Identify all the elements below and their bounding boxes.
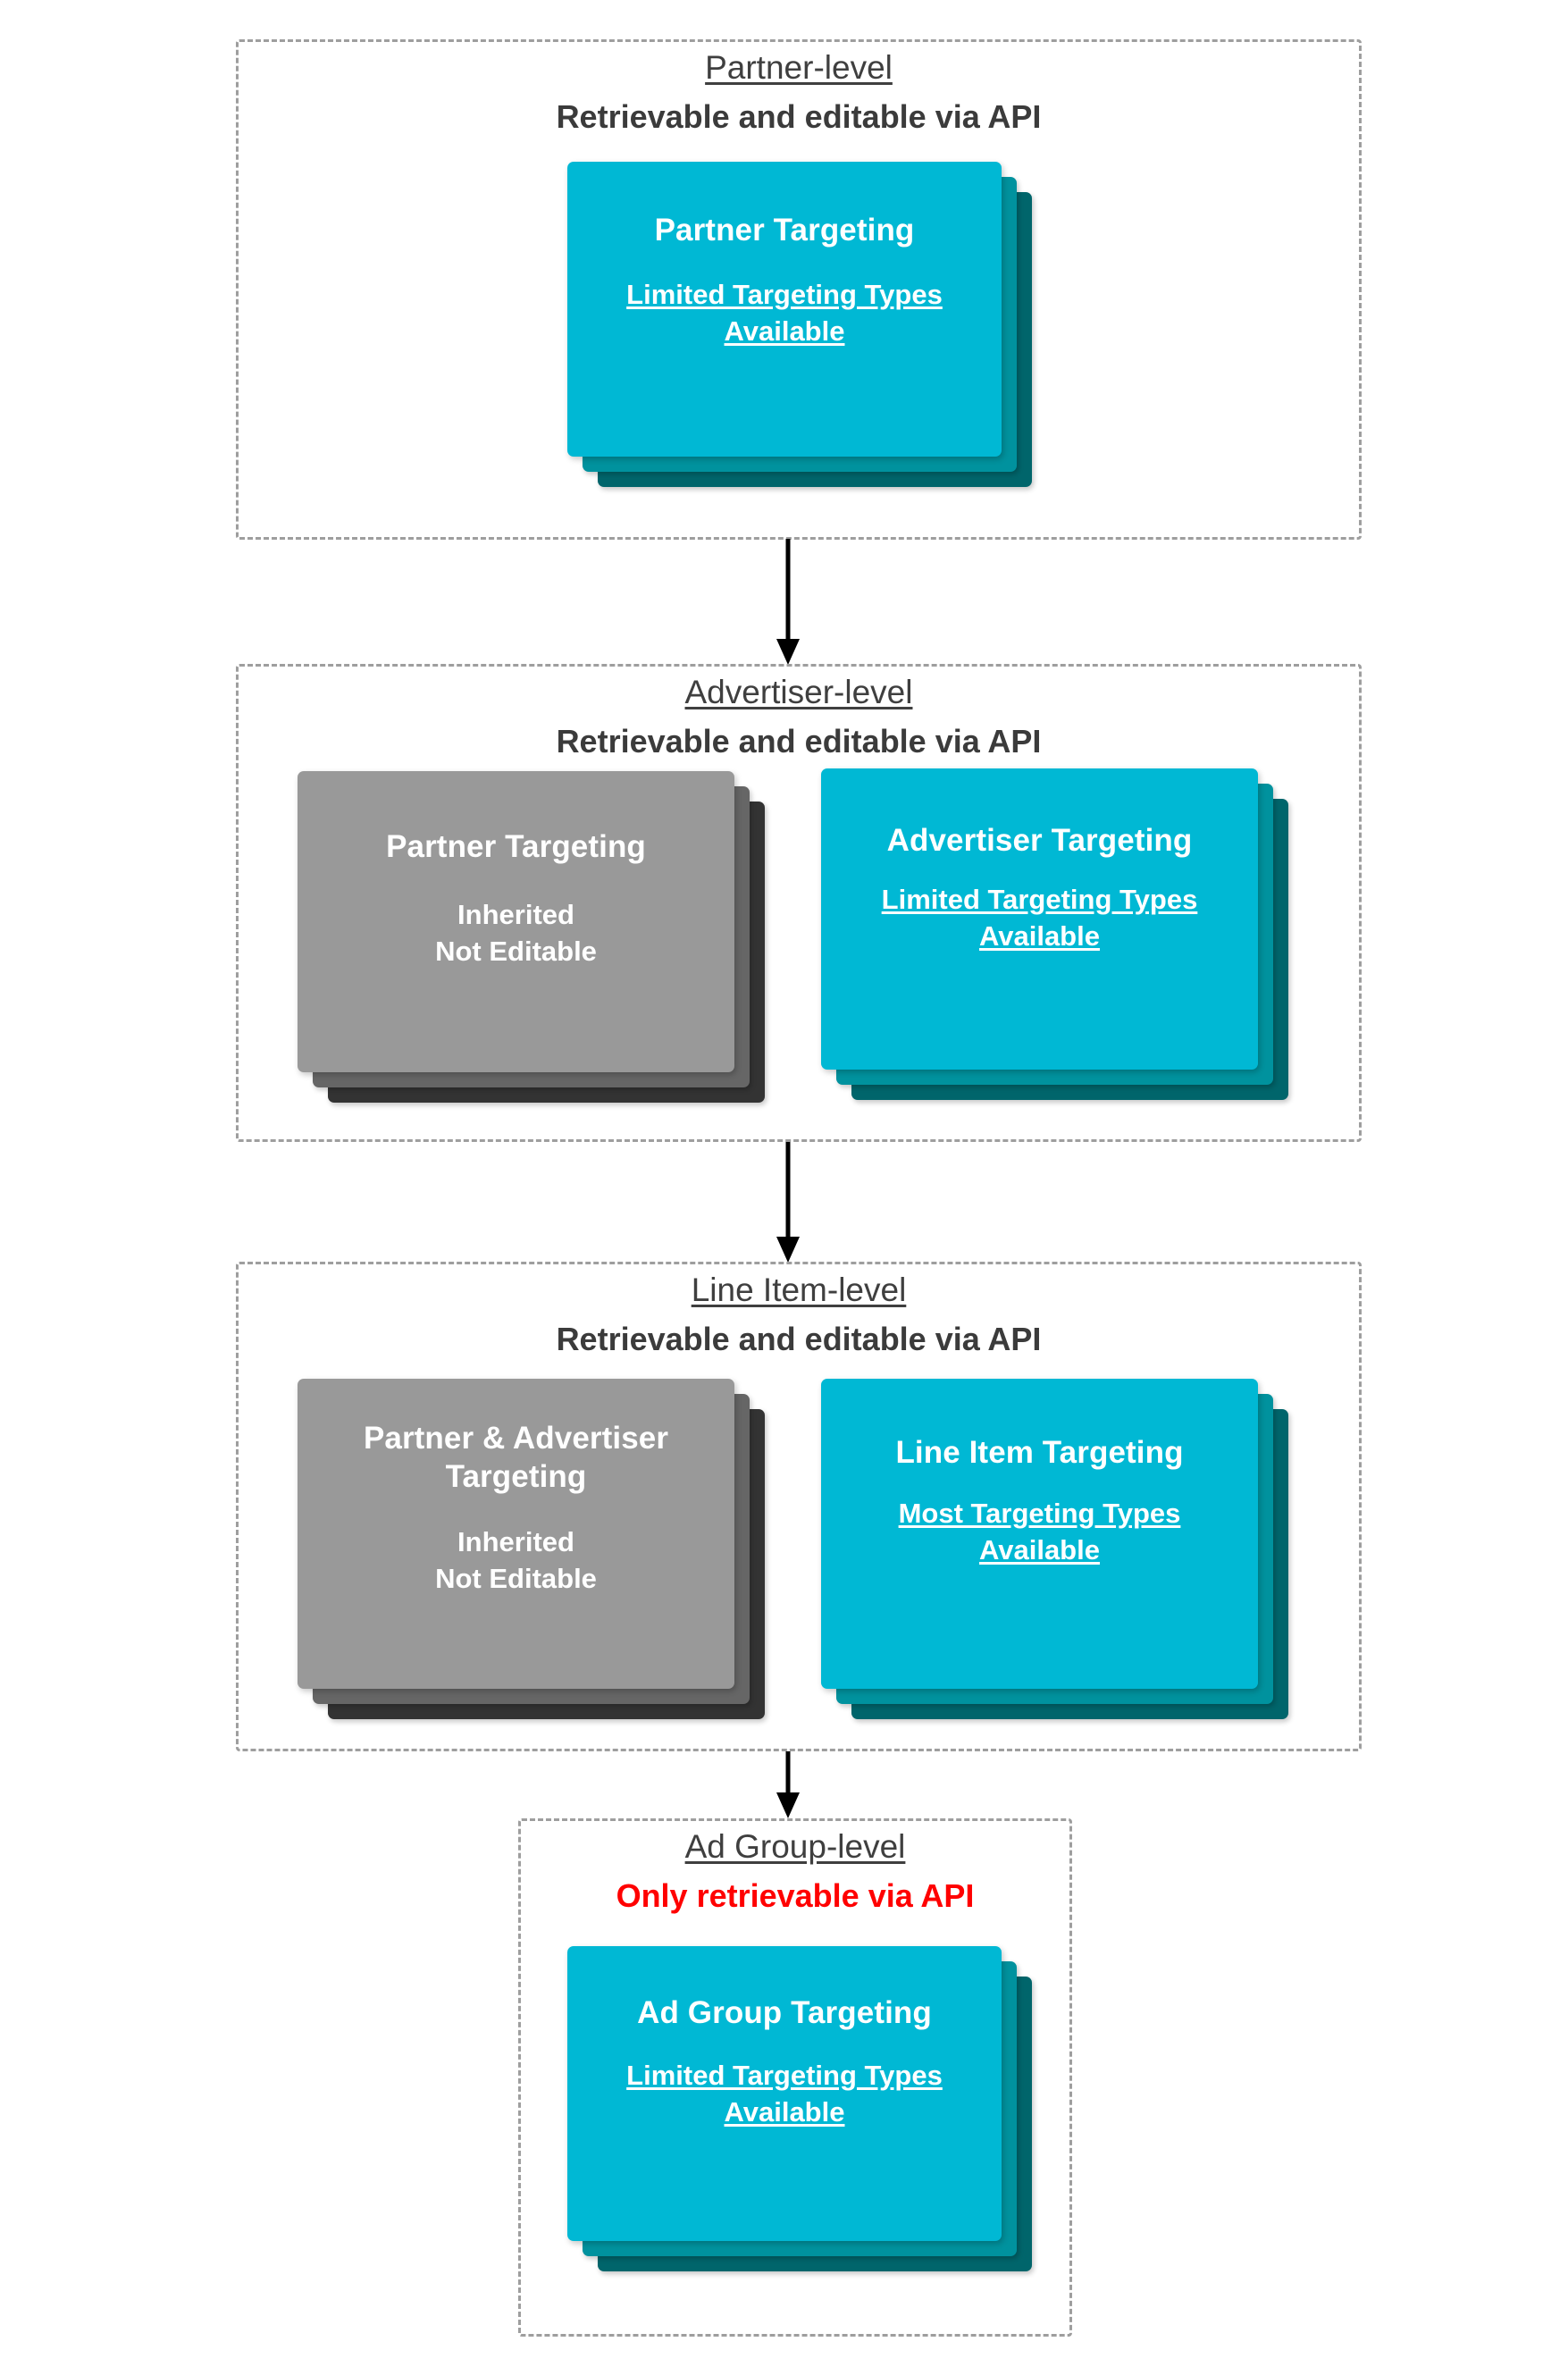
connector-advertiser-to-line-item (770, 1142, 806, 1263)
level-title-line-item: Line Item-level (691, 1272, 907, 1308)
arrow-down-icon (776, 1142, 800, 1263)
level-box-partner (236, 39, 1362, 540)
card-partner-targeting[interactable]: Partner Targeting Limited Targeting Type… (567, 162, 1002, 457)
card-title: Partner & Advertiser Targeting (363, 1421, 669, 1494)
level-heading-ad-group: Ad Group-level Only retrievable via API (518, 1826, 1072, 1917)
card-stack-partner-targeting-inherited: Partner Targeting Inherited Not Editable (298, 771, 771, 1120)
card-note: Inherited Not Editable (435, 898, 597, 967)
arrow-down-icon (776, 539, 800, 665)
arrow-down-icon (776, 1751, 800, 1818)
card-partner-advertiser-targeting-inherited[interactable]: Partner & Advertiser Targeting Inherited… (298, 1379, 734, 1689)
level-heading-partner: Partner-level Retrievable and editable v… (236, 46, 1362, 138)
card-stack-line-item-targeting: Line Item Targeting Most Targeting Types… (821, 1379, 1295, 1736)
card-note: Limited Targeting Types Available (626, 278, 943, 347)
connector-partner-to-advertiser (770, 539, 806, 666)
card-advertiser-targeting[interactable]: Advertiser Targeting Limited Targeting T… (821, 768, 1258, 1070)
level-subtitle-ad-group: Only retrievable via API (616, 1876, 975, 1914)
card-note: Limited Targeting Types Available (881, 883, 1198, 952)
card-stack-partner-advertiser-targeting-inherited: Partner & Advertiser Targeting Inherited… (298, 1379, 771, 1736)
card-stack-partner-targeting: Partner Targeting Limited Targeting Type… (567, 162, 1032, 497)
card-note: Limited Targeting Types Available (626, 2059, 943, 2128)
level-box-ad-group (518, 1818, 1072, 2337)
card-stack-advertiser-targeting: Advertiser Targeting Limited Targeting T… (821, 768, 1295, 1117)
card-note: Inherited Not Editable (435, 1526, 597, 1595)
card-title: Partner Targeting (654, 213, 915, 248)
level-title-ad-group: Ad Group-level (684, 1828, 906, 1865)
level-heading-advertiser: Advertiser-level Retrievable and editabl… (236, 671, 1362, 762)
level-subtitle-advertiser: Retrievable and editable via API (556, 722, 1042, 760)
card-partner-targeting-inherited[interactable]: Partner Targeting Inherited Not Editable (298, 771, 734, 1072)
card-title: Ad Group Targeting (637, 1995, 932, 2030)
card-title: Advertiser Targeting (886, 823, 1193, 858)
level-subtitle-partner: Retrievable and editable via API (556, 97, 1042, 135)
level-title-partner: Partner-level (705, 49, 893, 86)
level-heading-line-item: Line Item-level Retrievable and editable… (236, 1269, 1362, 1360)
level-box-line-item (236, 1262, 1362, 1751)
card-ad-group-targeting[interactable]: Ad Group Targeting Limited Targeting Typ… (567, 1946, 1002, 2241)
card-title: Line Item Targeting (895, 1435, 1184, 1470)
level-subtitle-line-item: Retrievable and editable via API (556, 1320, 1042, 1357)
card-line-item-targeting[interactable]: Line Item Targeting Most Targeting Types… (821, 1379, 1258, 1689)
connector-line-item-to-ad-group (770, 1751, 806, 1819)
level-box-advertiser (236, 664, 1362, 1142)
level-title-advertiser: Advertiser-level (684, 674, 913, 710)
card-note: Most Targeting Types Available (898, 1497, 1181, 1565)
card-stack-ad-group-targeting: Ad Group Targeting Limited Targeting Typ… (567, 1946, 1032, 2286)
card-title: Partner Targeting (386, 829, 646, 864)
